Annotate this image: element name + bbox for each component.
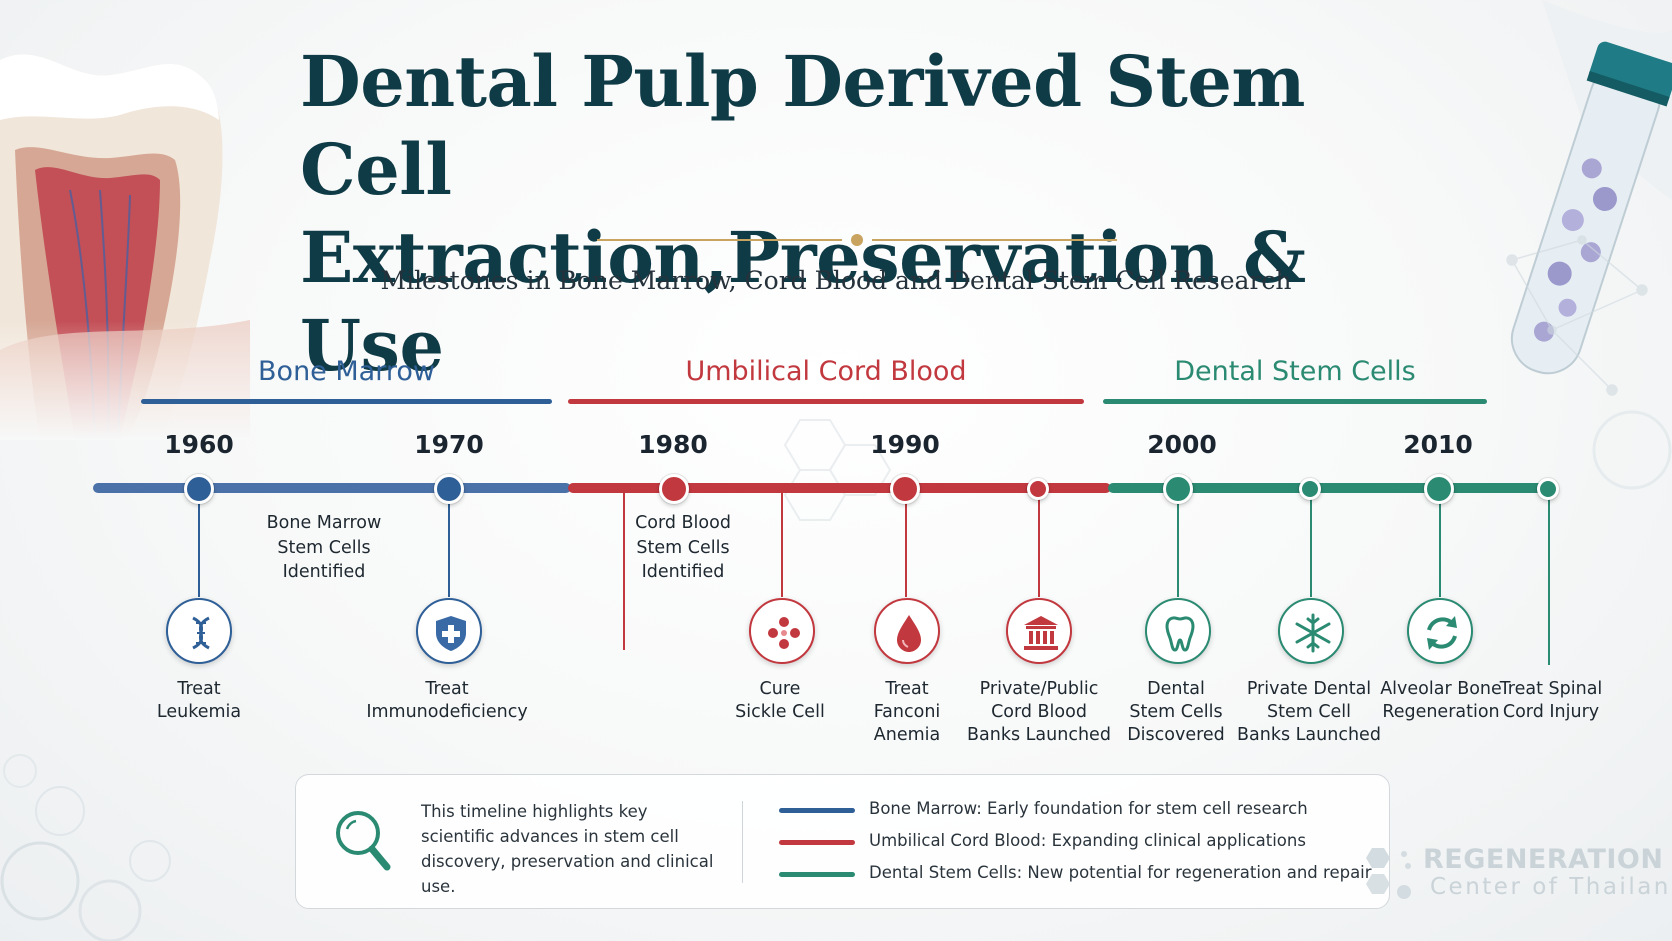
- stem-spinal: [1548, 495, 1550, 665]
- snowflake-icon: [1278, 598, 1344, 664]
- stem-sickle-cell: [781, 490, 783, 597]
- page-title: Dental Pulp Derived Stem Cell Extraction…: [300, 38, 1420, 390]
- stem-cord-banks: [1038, 495, 1040, 597]
- timeline-node-1990: [890, 474, 920, 504]
- stem-dental-banks: [1310, 495, 1312, 597]
- legend-swatch-cord-blood: [779, 840, 855, 845]
- molecule-network-decoration: [1506, 235, 1672, 490]
- legend-swatch-dental: [779, 872, 855, 877]
- year-1980: 1980: [638, 430, 708, 459]
- info-legend-box: This timeline highlights key scientific …: [295, 774, 1390, 909]
- milestone-treat-leukemia: Treat Leukemia: [156, 679, 242, 722]
- timeline-node-1980: [659, 474, 689, 504]
- blood-drop-icon: [874, 598, 940, 664]
- milestone-dental-banks: Private Dental Stem Cell Banks Launched: [1237, 679, 1381, 745]
- milestone-dental-stem-cells-discovered: Dental Stem Cells Discovered: [1127, 679, 1225, 745]
- year-1960: 1960: [164, 430, 234, 459]
- title-line-1: Dental Pulp Derived Stem Cell: [300, 40, 1305, 211]
- tooth-illustration: [0, 54, 250, 440]
- year-1970: 1970: [414, 430, 484, 459]
- timeline-track-bone-marrow: [93, 483, 571, 493]
- tooth-icon: [1145, 598, 1211, 664]
- stem-cord-identified: [623, 490, 625, 650]
- magnifier-icon: [336, 811, 391, 871]
- title-line-2: Extraction,Preservation & Use: [300, 216, 1306, 387]
- bank-building-icon: [1006, 598, 1072, 664]
- label-bone-marrow-identified: Bone Marrow Stem Cells Identified: [266, 513, 382, 582]
- subtitle: Milestones in Bone Marrow, Cord Blood an…: [380, 266, 1292, 295]
- timeline-track-dental: [1108, 483, 1544, 493]
- era-line-bone-marrow: [141, 399, 552, 404]
- milestone-spinal-cord-injury: Treat Spinal Cord Injury: [1499, 679, 1603, 722]
- timeline-track-cord-blood: [568, 483, 1111, 493]
- stem-immunodeficiency: [448, 497, 450, 597]
- timeline-node-spinal: [1537, 478, 1559, 500]
- milestone-cure-sickle-cell: Cure Sickle Cell: [735, 679, 825, 722]
- timeline-node-cord-banks: [1027, 478, 1049, 500]
- brand-watermark: REGENERATION Center of Thailand: [1358, 844, 1672, 904]
- timeline-node-1960: [184, 474, 214, 504]
- divider-dot: [851, 234, 863, 246]
- timeline-node-2000: [1163, 474, 1193, 504]
- era-line-dental-stem-cells: [1103, 399, 1487, 404]
- brand-logo-icon: [1366, 848, 1411, 899]
- test-tube-illustration: [1510, 0, 1672, 375]
- stem-dental-discovered: [1177, 497, 1179, 597]
- regenerate-arrows-icon: [1407, 598, 1473, 664]
- info-description: This timeline highlights key scientific …: [421, 802, 714, 896]
- stem-leukemia: [198, 497, 200, 597]
- milestone-treat-immunodeficiency: Treat Immunodeficiency: [366, 679, 528, 722]
- bubbles-decoration: [0, 754, 171, 941]
- milestone-alveolar-bone: Alveolar Bone Regeneration: [1380, 679, 1502, 722]
- info-separator: [742, 801, 743, 883]
- year-2000: 2000: [1147, 430, 1217, 459]
- brand-subtitle: Center of Thailand: [1430, 874, 1672, 900]
- year-2010: 2010: [1403, 430, 1473, 459]
- milestone-treat-fanconi-anemia: Treat Fanconi Anemia: [873, 679, 941, 745]
- shield-cross-icon: [416, 598, 482, 664]
- era-umbilical-cord-blood: Umbilical Cord Blood: [685, 356, 967, 387]
- era-dental-stem-cells: Dental Stem Cells: [1174, 356, 1416, 387]
- year-1990: 1990: [870, 430, 940, 459]
- milestone-cord-blood-banks: Private/Public Cord Blood Banks Launched: [967, 679, 1111, 745]
- era-line-umbilical-cord-blood: [568, 399, 1084, 404]
- timeline-node-1970: [434, 474, 464, 504]
- title-divider: [597, 233, 1117, 247]
- timeline-node-dental-banks: [1299, 478, 1321, 500]
- brand-name: REGENERATION: [1423, 844, 1664, 875]
- dna-icon: [166, 598, 232, 664]
- blood-cells-icon: [749, 598, 815, 664]
- legend-swatch-bone-marrow: [779, 808, 855, 813]
- hexagon-decoration: [783, 419, 892, 521]
- stem-fanconi: [905, 497, 907, 597]
- label-cord-blood-identified: Cord Blood Stem Cells Identified: [635, 513, 731, 582]
- timeline-node-2010: [1424, 474, 1454, 504]
- era-bone-marrow: Bone Marrow: [258, 356, 435, 387]
- stem-alveolar: [1439, 497, 1441, 597]
